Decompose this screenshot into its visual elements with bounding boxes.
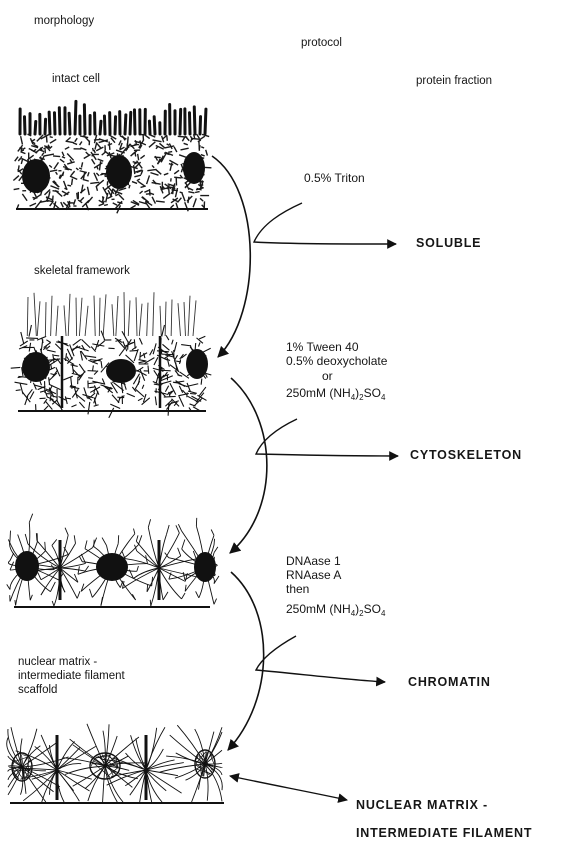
nucleus-1a xyxy=(22,159,50,193)
header-protocol: protocol xyxy=(301,36,342,50)
branch-arrow-chromatin xyxy=(256,636,385,682)
nucleus-1c xyxy=(183,152,205,184)
label-skeletal-framework: skeletal framework xyxy=(34,264,130,278)
flow-arrow-1 xyxy=(212,156,250,357)
label-nuclear-matrix-scaffold: nuclear matrix - intermediate filament s… xyxy=(18,655,125,697)
protocol-step-3-line-4: 250mM (NH4)2SO4 xyxy=(286,602,385,616)
header-protein-fraction: protein fraction xyxy=(416,74,492,88)
nucleus-3b xyxy=(96,553,128,581)
branch-arrow-soluble xyxy=(254,203,396,244)
fraction-chromatin: CHROMATIN xyxy=(408,675,491,689)
protocol-step-3-line-3: then xyxy=(286,582,309,596)
flow-arrow-2 xyxy=(230,378,267,553)
protocol-step-3-line-1: DNAase 1 xyxy=(286,554,341,568)
skeletal-framework-drawing xyxy=(11,292,212,418)
double-arrow-nuclear-matrix xyxy=(230,776,347,800)
protocol-step-1: 0.5% Triton xyxy=(304,171,365,185)
nucleus-2b xyxy=(106,359,136,383)
nucleus-2c xyxy=(186,349,208,379)
fraction-soluble: SOLUBLE xyxy=(416,236,481,250)
nucleus-2a xyxy=(22,352,50,382)
header-morphology: morphology xyxy=(34,14,94,28)
protocol-step-3-line-2: RNAase A xyxy=(286,568,341,582)
intact-cell-drawing xyxy=(13,101,211,213)
protocol-step-2-line-4: 250mM (NH4)2SO4 xyxy=(286,386,385,400)
label-intact-cell: intact cell xyxy=(52,72,100,86)
flow-arrow-3 xyxy=(228,572,264,750)
nucleus-1b xyxy=(106,155,132,189)
fraction-nuclear-matrix-line-2: INTERMEDIATE FILAMENT xyxy=(356,826,532,840)
nucleus-3a xyxy=(15,551,39,581)
nucleus-3c xyxy=(194,552,216,582)
nuclear-matrix-drawing xyxy=(7,724,224,803)
protocol-step-2-line-1: 1% Tween 40 xyxy=(286,340,359,354)
protocol-step-2-line-2: 0.5% deoxycholate xyxy=(286,354,387,368)
fraction-cytoskeleton: CYTOSKELETON xyxy=(410,448,522,462)
fraction-nuclear-matrix-line-1: NUCLEAR MATRIX - xyxy=(356,798,488,812)
branch-arrow-cytoskeleton xyxy=(256,419,398,456)
chromatin-stage-drawing xyxy=(7,514,219,607)
protocol-step-2-line-3: or xyxy=(322,369,333,383)
